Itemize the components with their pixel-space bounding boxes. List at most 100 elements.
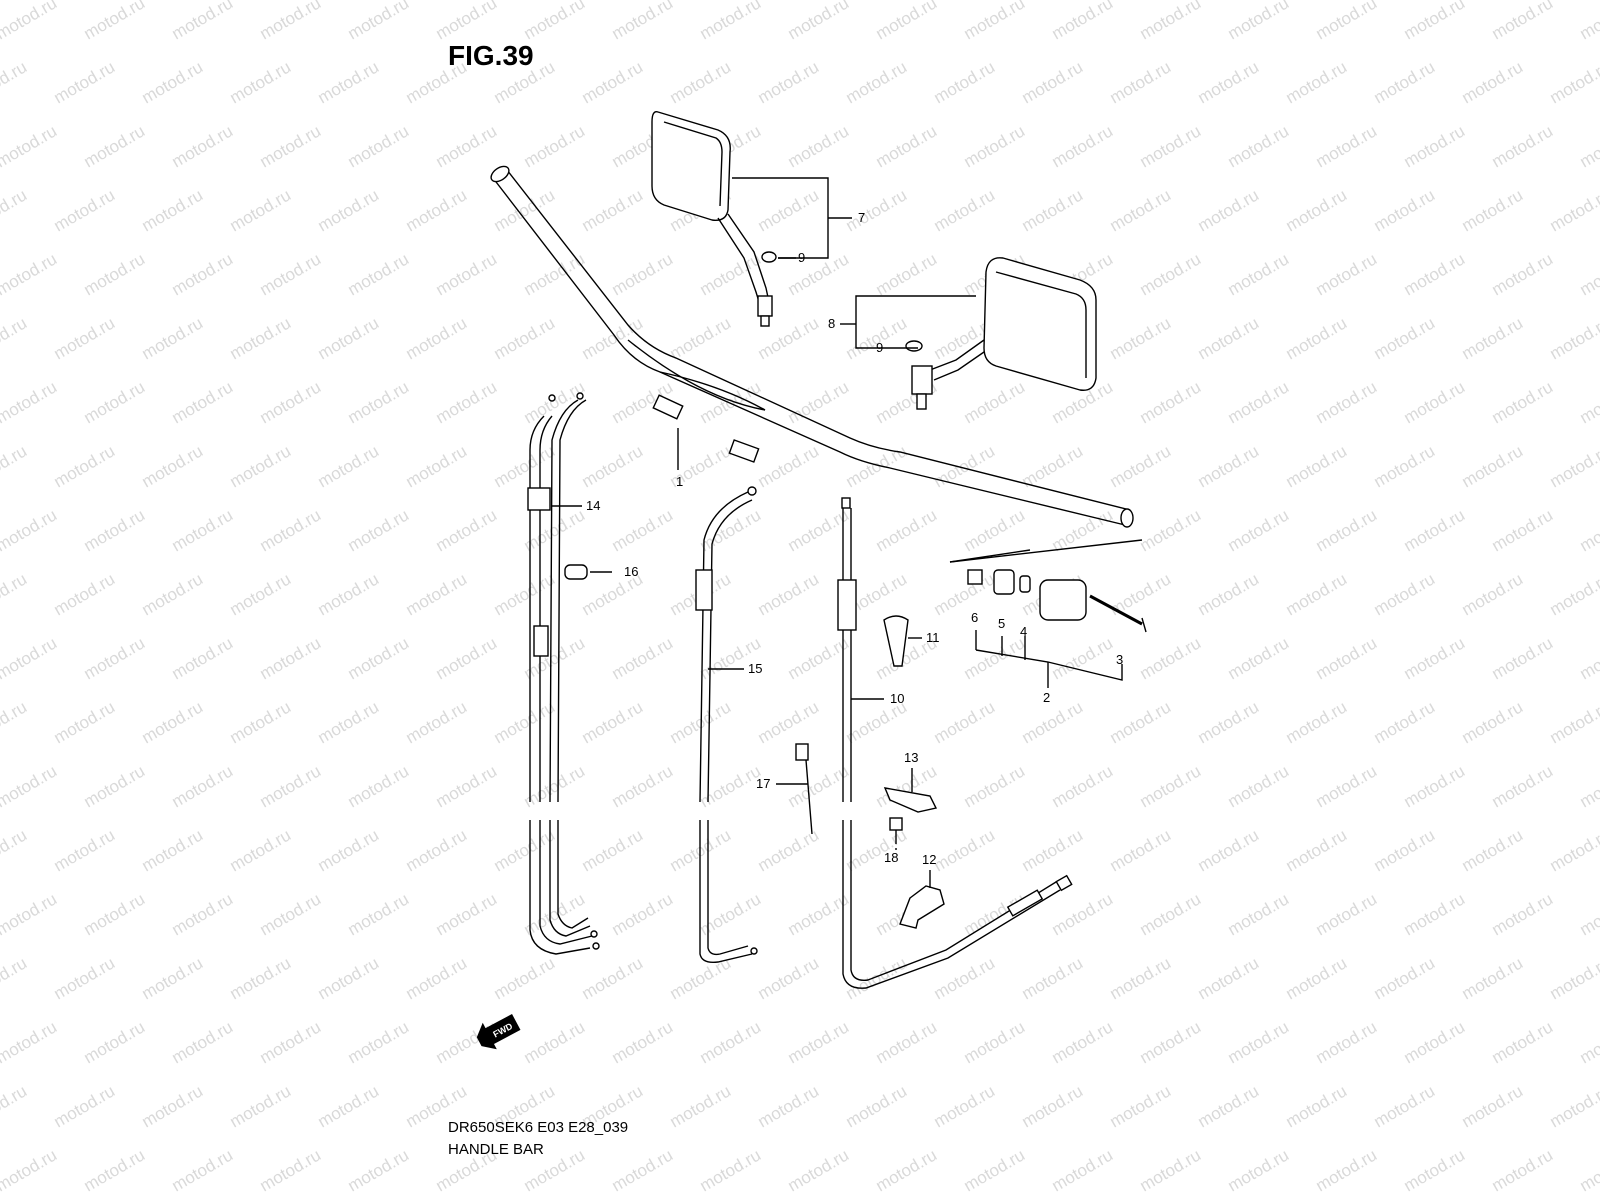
watermark-text: motod.ru: [139, 953, 207, 1003]
watermark-text: motod.ru: [81, 761, 149, 811]
watermark-text: motod.ru: [139, 1081, 207, 1131]
watermark-text: motod.ru: [579, 953, 647, 1003]
watermark-text: motod.ru: [169, 889, 237, 939]
watermark-text: motod.ru: [1225, 1145, 1293, 1195]
watermark-text: motod.ru: [139, 825, 207, 875]
label-10: 10: [890, 691, 904, 706]
watermark-text: motod.ru: [0, 0, 60, 43]
watermark-text: motod.ru: [403, 441, 471, 491]
watermark-text: motod.ru: [1459, 569, 1527, 619]
watermark-text: motod.ru: [403, 953, 471, 1003]
watermark-text: motod.ru: [1313, 1017, 1381, 1067]
watermark-text: motod.ru: [0, 377, 60, 427]
watermark-text: motod.ru: [1459, 825, 1527, 875]
watermark-text: motod.ru: [345, 1017, 413, 1067]
watermark-text: motod.ru: [1225, 121, 1293, 171]
watermark-text: motod.ru: [873, 505, 941, 555]
watermark-text: motod.ru: [1313, 633, 1381, 683]
watermark-text: motod.ru: [345, 505, 413, 555]
watermark-text: motod.ru: [257, 761, 325, 811]
watermark-text: motod.ru: [843, 825, 911, 875]
watermark-text: motod.ru: [315, 1081, 383, 1131]
watermark-text: motod.ru: [1283, 953, 1351, 1003]
figure-title: FIG.39: [448, 40, 534, 71]
watermark-text: motod.ru: [1489, 0, 1557, 43]
watermark-text: motod.ru: [1313, 889, 1381, 939]
label-18: 18: [884, 850, 898, 865]
watermark-text: motod.ru: [1107, 185, 1175, 235]
watermark-text: motod.ru: [1225, 761, 1293, 811]
watermark-text: motod.ru: [257, 249, 325, 299]
watermark-text: motod.ru: [1225, 377, 1293, 427]
watermark-text: motod.ru: [491, 313, 559, 363]
watermark-text: motod.ru: [1547, 57, 1600, 107]
watermark-text: motod.ru: [1049, 0, 1117, 43]
watermark-text: motod.ru: [0, 569, 30, 619]
watermark-text: motod.ru: [1401, 505, 1469, 555]
watermark-text: motod.ru: [433, 0, 501, 43]
watermark-text: motod.ru: [227, 57, 295, 107]
watermark-text: motod.ru: [403, 697, 471, 747]
watermark-text: motod.ru: [51, 1081, 119, 1131]
watermark-text: motod.ru: [1225, 249, 1293, 299]
watermark-text: motod.ru: [169, 249, 237, 299]
watermark-text: motod.ru: [345, 889, 413, 939]
watermark-text: motod.ru: [961, 761, 1029, 811]
figure-code: DR650SEK6 E03 E28_039: [448, 1119, 629, 1136]
watermark-text: motod.ru: [257, 889, 325, 939]
watermark-text: motod.ru: [1283, 441, 1351, 491]
watermark-text: motod.ru: [1313, 505, 1381, 555]
watermark-text: motod.ru: [0, 57, 30, 107]
label-4: 4: [1020, 624, 1027, 639]
watermark-text: motod.ru: [931, 57, 999, 107]
watermark-text: motod.ru: [579, 57, 647, 107]
watermark-text: motod.ru: [1107, 697, 1175, 747]
watermark-text: motod.ru: [961, 889, 1029, 939]
label-12: 12: [922, 852, 936, 867]
watermark-text: motod.ru: [521, 0, 589, 43]
watermark-text: motod.ru: [873, 121, 941, 171]
watermark-text: motod.ru: [1107, 825, 1175, 875]
watermark-text: motod.ru: [1313, 0, 1381, 43]
watermark-text: motod.ru: [931, 1081, 999, 1131]
watermark-text: motod.ru: [755, 953, 823, 1003]
watermark-text: motod.ru: [403, 313, 471, 363]
watermark-text: motod.ru: [1547, 825, 1600, 875]
watermark-text: motod.ru: [1489, 1017, 1557, 1067]
watermark-text: motod.ru: [345, 249, 413, 299]
watermark-text: motod.ru: [81, 889, 149, 939]
watermark-text: motod.ru: [1577, 889, 1600, 939]
watermark-text: motod.ru: [315, 313, 383, 363]
watermark-text: motod.ru: [579, 697, 647, 747]
watermark-text: motod.ru: [1547, 697, 1600, 747]
watermark-text: motod.ru: [1401, 377, 1469, 427]
bolt-18: [889, 817, 903, 844]
watermark-text: motod.ru: [609, 249, 677, 299]
watermark-text: motod.ru: [1195, 697, 1263, 747]
watermark-text: motod.ru: [1137, 889, 1205, 939]
watermark-text: motod.ru: [139, 569, 207, 619]
watermark-text: motod.ru: [785, 889, 853, 939]
clutch-cable: [837, 497, 1073, 989]
watermark-text: motod.ru: [697, 1017, 765, 1067]
throttle-cable: [527, 392, 600, 955]
watermark-text: motod.ru: [667, 1081, 735, 1131]
watermark-text: motod.ru: [785, 249, 853, 299]
watermark-text: motod.ru: [961, 1017, 1029, 1067]
watermark-text: motod.ru: [1547, 441, 1600, 491]
watermark-text: motod.ru: [169, 1145, 237, 1195]
watermark-text: motod.ru: [51, 313, 119, 363]
watermark-text: motod.ru: [81, 1017, 149, 1067]
watermark-text: motod.ru: [1371, 1081, 1439, 1131]
watermark-text: motod.ru: [1489, 633, 1557, 683]
watermark-text: motod.ru: [51, 697, 119, 747]
watermark-text: motod.ru: [433, 377, 501, 427]
watermark-text: motod.ru: [1489, 121, 1557, 171]
watermark-text: motod.ru: [1577, 1017, 1600, 1067]
watermark-text: motod.ru: [1225, 1017, 1293, 1067]
watermark-text: motod.ru: [961, 377, 1029, 427]
watermark-text: motod.ru: [81, 377, 149, 427]
watermark-text: motod.ru: [51, 569, 119, 619]
watermark-text: motod.ru: [1283, 569, 1351, 619]
